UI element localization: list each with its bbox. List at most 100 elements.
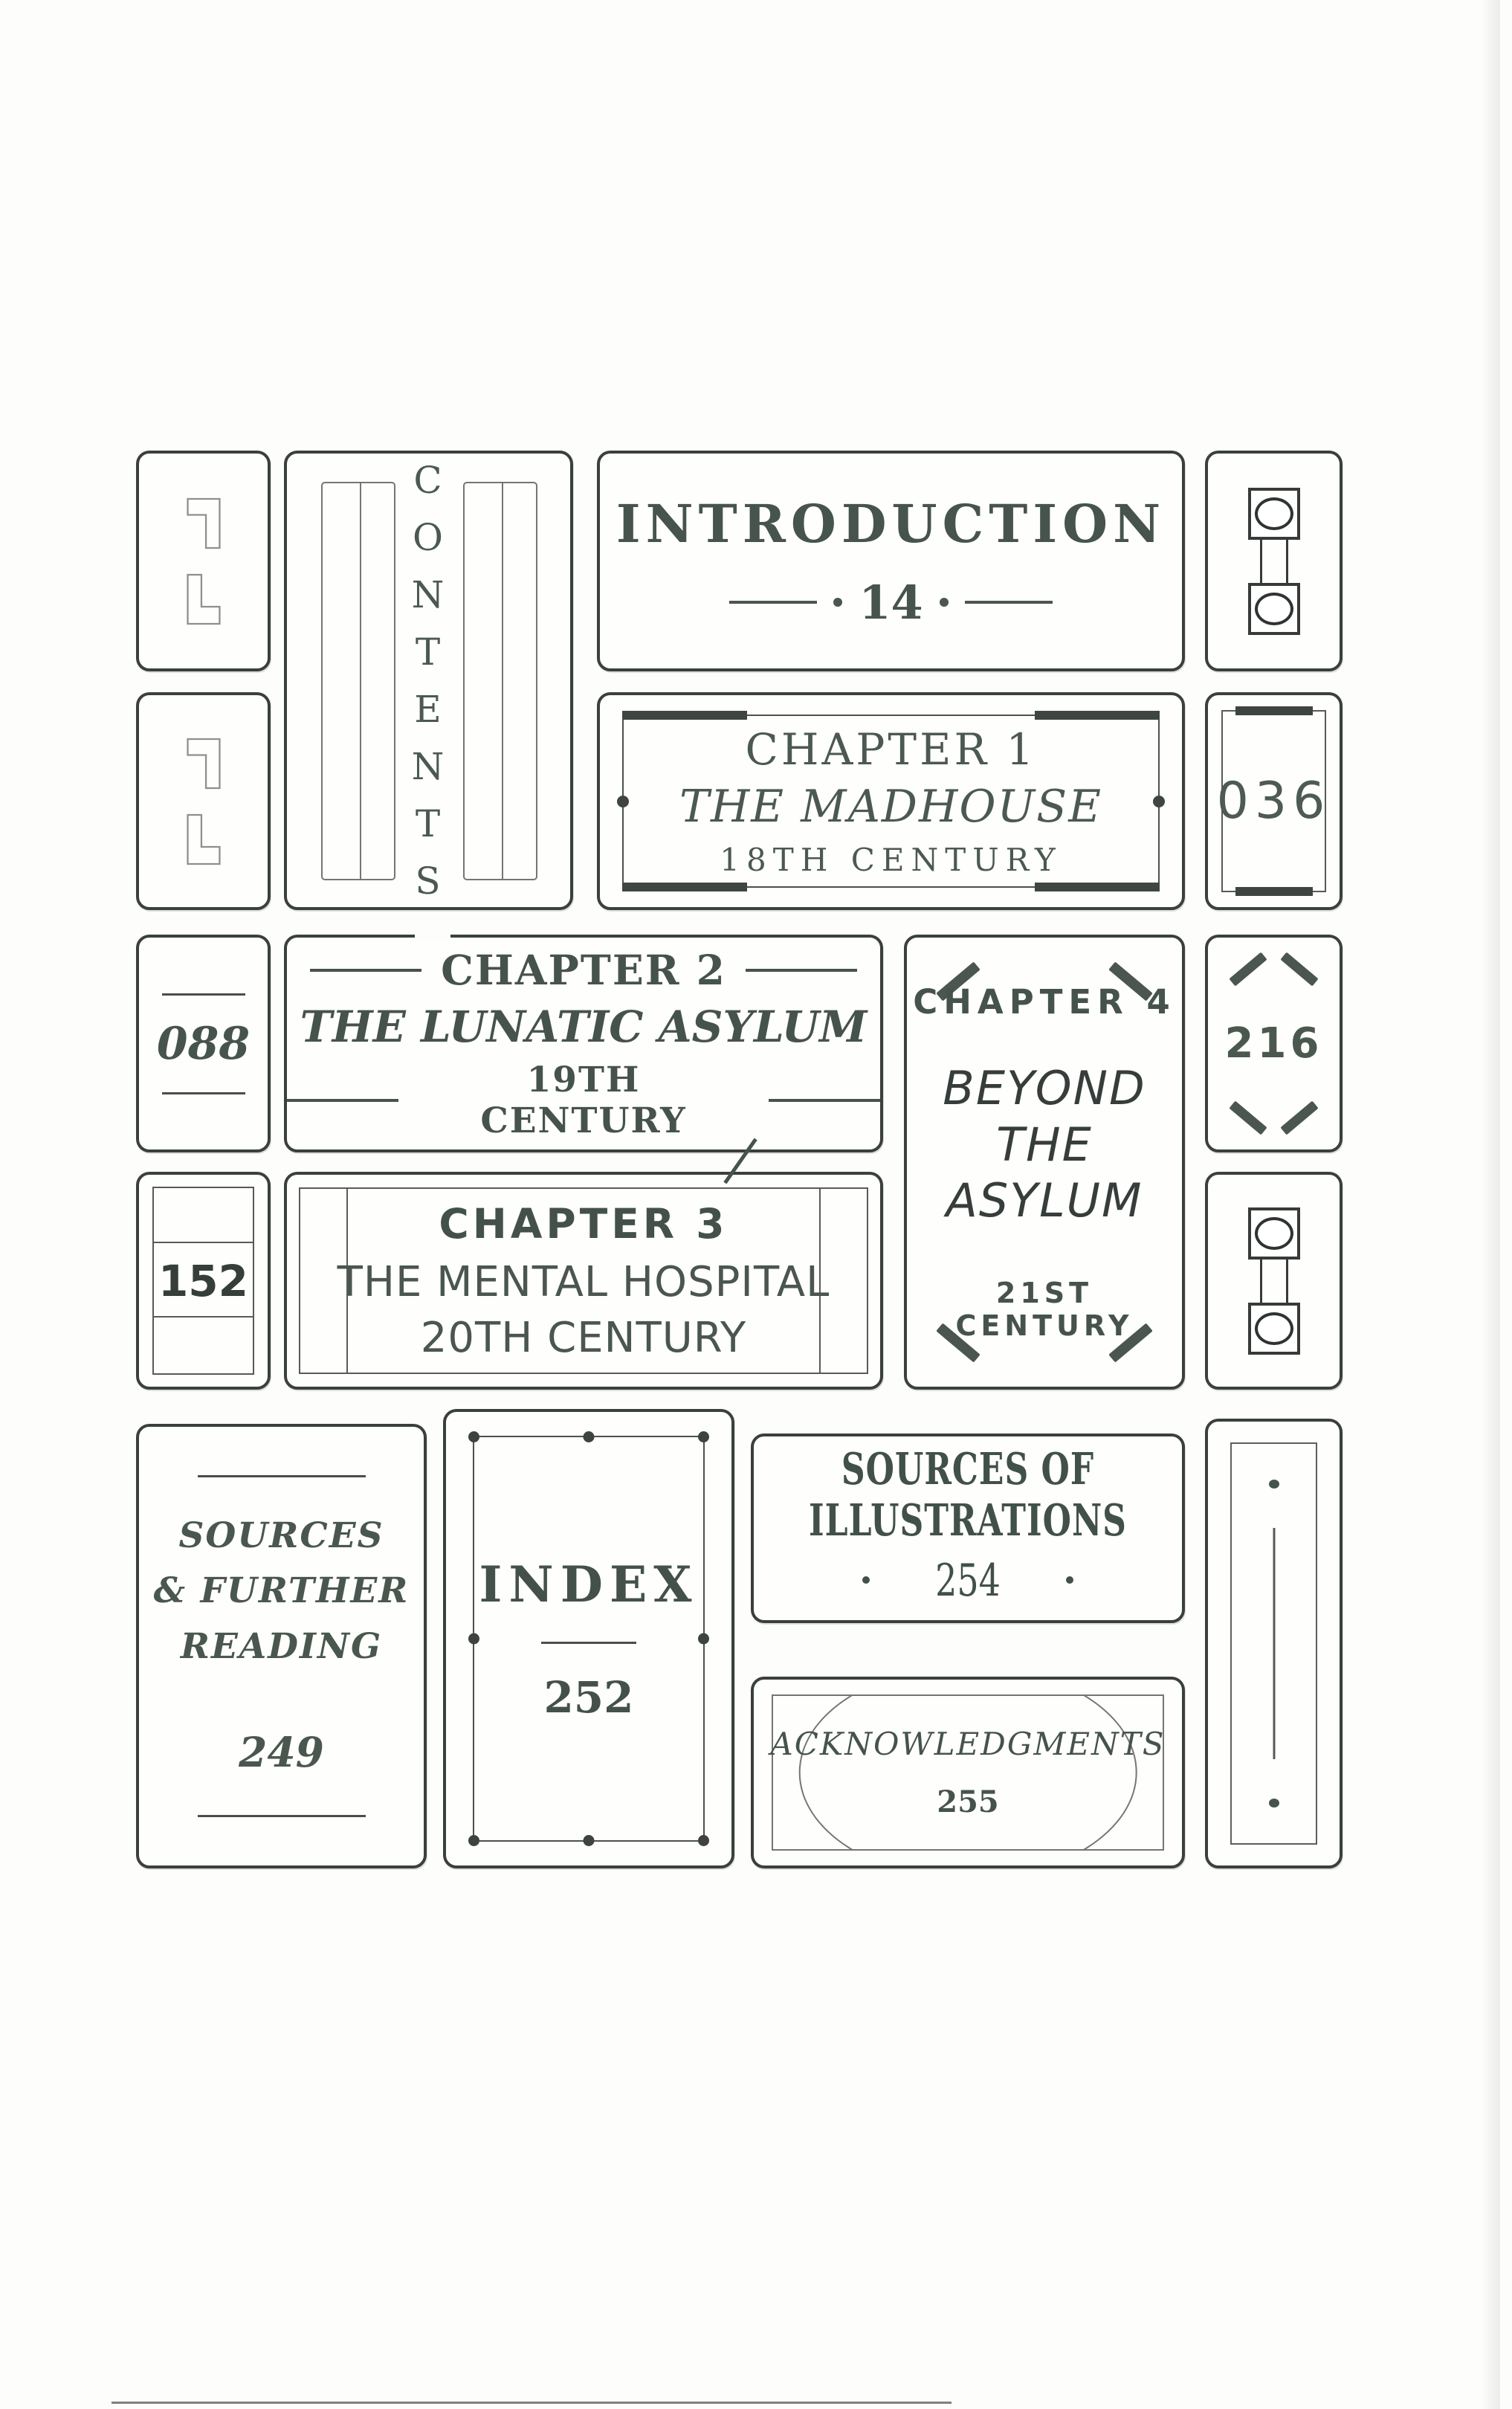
frame-dot-icon — [1268, 1480, 1279, 1489]
chapter2-title: THE LUNATIC ASYLUM — [300, 1002, 868, 1052]
frame-dot-icon — [617, 795, 629, 807]
chapter3-page-number: 152 — [158, 1255, 249, 1306]
contents-letter: E — [414, 687, 443, 731]
introduction-title: INTRODUCTION — [616, 492, 1166, 555]
square-circle-icon — [1247, 582, 1300, 635]
chapter3-entry: CHAPTER 3 THE MENTAL HOSPITAL 20TH CENTU… — [284, 1172, 883, 1390]
corner-bracket-icon — [186, 738, 221, 789]
sources-of-illustrations-entry: SOURCES OF ILLUSTRATIONS 254 — [751, 1434, 1185, 1623]
sources-line: SOURCES — [178, 1515, 384, 1557]
contents-title-box: C O N T E N T S — [284, 451, 573, 910]
page-box-frame — [152, 1187, 254, 1375]
acknowledgments-title: ACKNOWLEDGMENTS — [770, 1726, 1166, 1762]
connector-lines-icon — [1259, 1259, 1288, 1303]
square-circle-icon — [1247, 1207, 1300, 1260]
chapter1-title: THE MADHOUSE — [679, 781, 1103, 833]
rule-line — [161, 1091, 245, 1094]
dot-ornament — [862, 1576, 870, 1584]
index-page-number: 252 — [543, 1671, 634, 1723]
acknowledgments-page-number: 255 — [937, 1784, 999, 1819]
introduction-page-row: 14 — [729, 575, 1053, 630]
contents-letter: T — [415, 630, 442, 674]
chapter2-era: 19TH CENTURY — [480, 1060, 687, 1141]
chapter2-entry: CHAPTER 2 THE LUNATIC ASYLUM 19TH CENTUR… — [284, 933, 883, 1184]
chapter1-page-box: 036 — [1205, 692, 1343, 910]
introduction-page-number: 14 — [859, 575, 923, 630]
contents-letter: C — [413, 458, 444, 502]
chapter4-title-line: ASYLUM — [946, 1173, 1143, 1228]
acknowledgments-inner-frame — [772, 1694, 1164, 1851]
chapter4-title-line: BEYOND — [943, 1061, 1146, 1116]
illustrations-page-number: 254 — [935, 1553, 1001, 1606]
index-entry: INDEX 252 — [443, 1409, 734, 1868]
chapter1-era: 18TH CENTURY — [720, 842, 1062, 878]
rule-line — [197, 1475, 366, 1478]
dot-ornament — [939, 598, 949, 607]
scan-edge-shadow — [1481, 0, 1500, 2409]
sources-line: READING — [180, 1625, 383, 1667]
chapter4-title-line: THE — [996, 1117, 1093, 1172]
ornament-tall-box — [1205, 1419, 1343, 1868]
chapter4-label: CHAPTER 4 — [913, 982, 1176, 1022]
ornament-bracket-box-top — [136, 451, 271, 671]
contents-vertical-title: C O N T E N T S — [287, 454, 570, 907]
chapter1-entry: CHAPTER 1 THE MADHOUSE 18TH CENTURY — [597, 692, 1185, 910]
contents-letter: N — [411, 573, 446, 616]
chapter2-label: CHAPTER 2 — [441, 946, 726, 994]
dot-ornament — [833, 598, 843, 607]
corner-bracket-icon — [186, 497, 221, 549]
dash-line — [310, 968, 422, 972]
acknowledgments-entry: ACKNOWLEDGMENTS 255 — [751, 1677, 1185, 1868]
chapter3-page-box: 152 — [136, 1172, 271, 1390]
sources-further-reading-entry: SOURCES & FURTHER READING 249 — [136, 1424, 427, 1868]
tall-box-frame — [1230, 1442, 1317, 1845]
border-notch — [415, 933, 450, 942]
page-box-frame — [1221, 706, 1326, 896]
chapter3-label: CHAPTER 3 — [439, 1199, 728, 1248]
column-ornament-icon — [321, 482, 395, 880]
ornament-chain-box-top — [1205, 451, 1343, 671]
center-line — [1273, 1527, 1275, 1760]
chapter1-label: CHAPTER 1 — [745, 724, 1037, 775]
chapter4-era: 21ST CENTURY — [955, 1276, 1134, 1342]
scan-artifact-line — [112, 2402, 952, 2404]
introduction-entry: INTRODUCTION 14 — [597, 451, 1185, 671]
dot-ornament — [1065, 1576, 1073, 1584]
chapter3-inner-frame — [299, 1187, 868, 1374]
frame-dot-icon — [1153, 795, 1165, 807]
square-circle-icon — [1247, 1302, 1300, 1355]
chapter1-page-number: 036 — [1216, 772, 1331, 831]
dash-line — [729, 601, 818, 604]
ellipse-ornament-icon — [798, 1696, 1137, 1849]
corner-bracket-icon — [186, 573, 221, 625]
illustrations-page-row: 254 — [862, 1553, 1073, 1606]
chapter4-page-box: 216 — [1205, 935, 1343, 1152]
chapter3-title: THE MENTAL HOSPITAL — [337, 1257, 830, 1306]
illustrations-title: SOURCES OF ILLUSTRATIONS — [809, 1443, 1127, 1547]
dash-line — [964, 601, 1053, 604]
chapter4-page-number: 216 — [1224, 1019, 1323, 1068]
chapter2-page-number: 088 — [156, 1017, 251, 1070]
sources-line: & FURTHER — [153, 1570, 410, 1612]
index-inner-frame — [468, 1431, 709, 1846]
contents-letter: O — [413, 515, 445, 559]
index-title: INDEX — [479, 1555, 699, 1613]
rule-line — [541, 1641, 636, 1644]
rule-line — [197, 1814, 366, 1817]
chapter4-title: BEYOND THE ASYLUM — [943, 1060, 1146, 1229]
chapter1-inner-frame — [617, 711, 1165, 891]
contents-letter: S — [415, 859, 442, 903]
column-ornament-icon — [463, 482, 537, 880]
dash-line — [745, 968, 857, 972]
corner-bracket-icon — [186, 813, 221, 865]
dash-line — [287, 1099, 398, 1102]
frame-dot-icon — [1268, 1798, 1279, 1807]
square-circle-icon — [1247, 487, 1300, 540]
contents-letter: T — [415, 802, 442, 845]
ornament-bracket-box-bottom — [136, 692, 271, 910]
chapter3-era: 20TH CENTURY — [420, 1313, 747, 1362]
dash-line — [769, 1099, 880, 1102]
sources-page-number: 249 — [239, 1727, 324, 1776]
contents-letter: N — [411, 744, 446, 788]
